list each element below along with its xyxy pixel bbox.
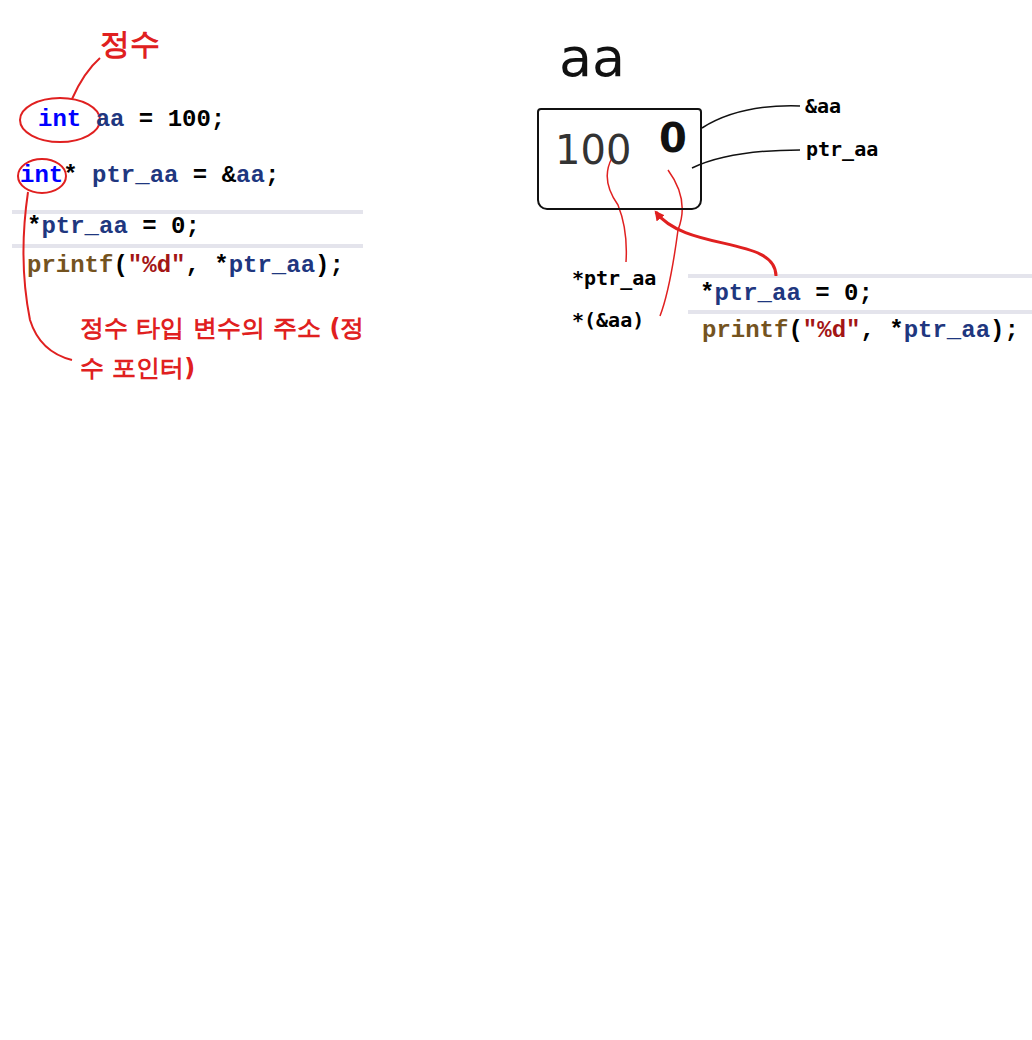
handwritten-note: 정수 (100, 24, 160, 65)
code-row: *ptr_aa = 0; (700, 278, 890, 313)
code-line: *ptr_aa = 0; (27, 212, 200, 242)
code-line: int aa = 100; (38, 105, 225, 135)
variable-name: aa (559, 26, 625, 91)
code-line: *ptr_aa = 0; (700, 279, 873, 309)
code-line: printf("%d", *ptr_aa); (27, 251, 344, 281)
row-separator (688, 310, 1032, 314)
leader-line (607, 158, 626, 262)
row-separator (12, 244, 363, 248)
code-line: printf("%d", *ptr_aa); (702, 316, 1019, 346)
pointer-label: ptr_aa (806, 137, 878, 161)
leader-line (72, 58, 100, 99)
annotation: 정수 타입 변수의 주소 (정수 포인터) (80, 308, 370, 388)
new-value: 0 (659, 114, 687, 162)
address-label: &aa (805, 94, 841, 118)
old-value: 100 (555, 126, 631, 174)
deref-label: *(&aa) (572, 308, 644, 332)
assignment-arrow (656, 212, 776, 276)
row-separator (688, 274, 1032, 278)
highlight-circle (20, 98, 100, 142)
code-line: int* ptr_aa = &aa; (20, 161, 279, 191)
leader-line (702, 106, 800, 128)
leader-line (660, 170, 682, 316)
highlight-circle (18, 159, 66, 193)
leader-line (692, 150, 800, 168)
deref-label: *ptr_aa (572, 266, 656, 290)
memory-box: aa 100 0 (537, 26, 702, 210)
